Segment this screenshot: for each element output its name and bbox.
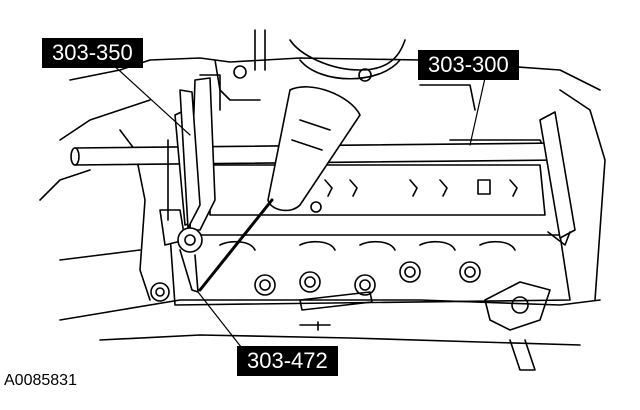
bracket-right: [484, 281, 551, 371]
callout-303-350: 303-350: [42, 38, 143, 68]
figure-reference-code: A0085831: [4, 372, 77, 389]
leader-303-300: [469, 77, 486, 146]
leader-303-350: [109, 61, 191, 136]
engine-housing-outline: [39, 29, 606, 346]
screwdriver: [198, 86, 361, 292]
cylinder-head: [150, 234, 571, 331]
leader-lines: [109, 61, 486, 353]
callout-303-300: 303-300: [418, 50, 519, 80]
tool-303-472-pliers: [177, 77, 216, 293]
callout-303-472: 303-472: [237, 346, 338, 376]
camshaft-cover: [209, 164, 546, 216]
leader-303-472: [197, 291, 246, 353]
